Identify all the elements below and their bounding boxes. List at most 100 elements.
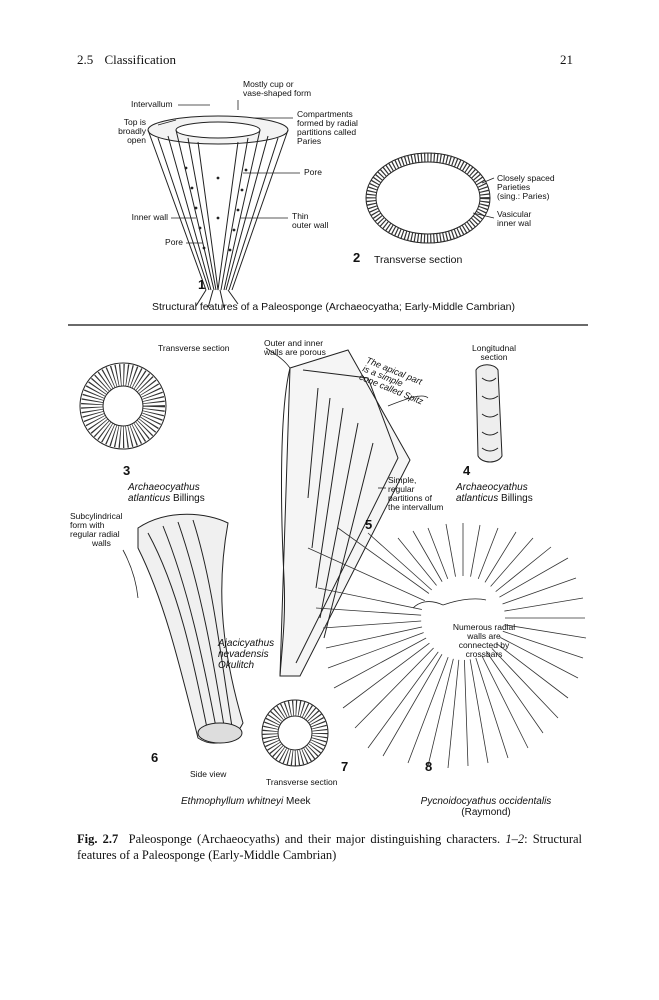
label-line: Compartments	[297, 109, 353, 119]
label-line: inner wal	[497, 218, 532, 228]
ethmophyllum-side-view	[137, 513, 244, 744]
label-author: (Raymond)	[461, 807, 511, 818]
label-vasicular: Vasicular inner wal	[497, 210, 531, 228]
label-line: (sing.: Paries)	[497, 191, 550, 201]
transverse-section-ring	[365, 152, 491, 244]
panel5-leaders	[265, 347, 429, 489]
panel-number-2: 2	[353, 250, 361, 265]
label-outer-inner-porous: Outer and inner walls are porous	[264, 339, 326, 357]
label-compartments: Compartments formed by radial partitions…	[297, 110, 358, 146]
label-line: connected by	[458, 640, 510, 650]
label-line: nevadensis	[218, 649, 269, 660]
page-number: 21	[560, 52, 573, 67]
caption-range: 1–2	[505, 832, 525, 846]
label-line: partitions of	[388, 493, 432, 503]
label-species: atlanticus	[456, 493, 499, 504]
label-line: section	[480, 352, 508, 362]
label-line: walls	[92, 538, 111, 548]
panel-number-1: 1	[198, 277, 206, 292]
label-line: Subcylindrical	[70, 511, 123, 521]
caption-text: Paleosponge (Archaeocyaths) and their ma…	[128, 832, 501, 846]
label-line: Mostly cup or	[243, 79, 294, 89]
running-header: 2.5 Classification	[77, 52, 176, 68]
panel8-leaders	[412, 598, 487, 609]
label-line: Archaeocyathus	[456, 482, 528, 493]
label-pycnoidocyathus: Pycnoidocyathus occidentalis (Raymond)	[406, 796, 566, 818]
panel2-leaders	[472, 177, 495, 219]
label-line: partitions called	[297, 127, 357, 137]
label-ethmophyllum: Ethmophyllum whitneyi Meek	[181, 796, 311, 807]
label-pore-left: Pore	[165, 237, 183, 247]
archaeocyathus-longitudinal	[475, 364, 503, 463]
label-line: vase-shaped form	[243, 88, 312, 98]
label-top-open: Top is broadly open	[98, 118, 146, 145]
label-line: Paries	[297, 136, 322, 146]
label-structural-features: Structural features of a Paleosponge (Ar…	[152, 301, 516, 313]
label-archaeocyathus-4: Archaeocyathus atlanticus Billings	[456, 482, 533, 504]
label-numerous-radial: Numerous radial walls are connected by c…	[444, 623, 524, 659]
label-line: Parieties	[497, 182, 531, 192]
label-line: crossbars	[465, 649, 503, 659]
label-pore-right: Pore	[304, 167, 322, 177]
label-archaeocyathus-3: Archaeocyathus atlanticus Billings	[128, 482, 205, 504]
label-line: broadly	[118, 126, 146, 136]
label-line: open	[127, 135, 146, 145]
label-transverse-section-3: Transverse section	[158, 343, 230, 353]
figure-caption: Fig. 2.7 Paleosponge (Archaeocyaths) and…	[77, 831, 582, 863]
label-author: Billings	[173, 493, 205, 504]
label-line: regular	[388, 484, 415, 494]
label-line: Numerous radial	[452, 622, 516, 632]
label-line: regular radial	[70, 529, 120, 539]
label-line: walls are	[467, 631, 501, 641]
label-species: Ethmophyllum whitneyi	[181, 796, 284, 807]
panel-number-8: 8	[425, 759, 433, 774]
label-simple-partitions: Simple, regular partitions of the interv…	[388, 476, 443, 512]
panel-number-7: 7	[341, 759, 349, 774]
label-inner-wall: Inner wall	[131, 212, 168, 222]
label-line: Thin	[292, 211, 309, 221]
label-line: formed by radial	[297, 118, 358, 128]
label-thin-outer-wall: Thin outer wall	[292, 212, 328, 230]
label-line: Simple,	[388, 475, 417, 485]
label-closely-spaced: Closely spaced Parieties (sing.: Paries)	[497, 174, 555, 201]
caption-text-rest: : Structural features of a Paleosponge (…	[77, 832, 583, 862]
label-intervallum: Intervallum	[131, 99, 173, 109]
label-longitudinal-section: Longitudnal section	[466, 344, 522, 362]
label-line: Longitudnal	[472, 343, 516, 353]
label-line: the intervallum	[388, 502, 444, 512]
label-line: Closely spaced	[497, 173, 555, 183]
label-mostly-cup: Mostly cup or vase-shaped form	[243, 80, 311, 98]
panel-number-6: 6	[151, 750, 159, 765]
label-author: Meek	[286, 796, 311, 807]
label-line: Outer and inner	[264, 338, 324, 348]
sponge-cup-drawing	[147, 115, 289, 309]
label-species: atlanticus	[128, 493, 171, 504]
label-line: Pycnoidocyathus occidentalis	[420, 796, 552, 807]
figure-illustration	[68, 100, 588, 769]
label-line: form with	[70, 520, 105, 530]
pycnoidocyathus-radial-walls	[307, 523, 587, 769]
ajacicyathus-cone	[279, 349, 411, 677]
panel1-leaders	[157, 100, 300, 244]
label-line: Ajacicyathus	[218, 638, 275, 649]
panel6-leaders	[122, 549, 139, 599]
panel-number-4: 4	[463, 463, 471, 478]
label-line: Okulitch	[218, 660, 255, 671]
label-line: walls are porous	[264, 347, 326, 357]
label-side-view: Side view	[190, 769, 227, 779]
label-line: Top is	[123, 117, 146, 127]
section-title: Classification	[104, 52, 177, 67]
figure-2-7: Mostly cup or vase-shaped form Intervall…	[68, 78, 588, 823]
label-transverse-section-7: Transverse section	[266, 777, 338, 787]
label-subcylindrical: Subcylindrical form with regular radial …	[70, 512, 122, 548]
panel-number-5: 5	[365, 517, 373, 532]
section-number: 2.5	[77, 52, 94, 67]
ethmophyllum-transverse	[261, 699, 329, 767]
label-author: Billings	[501, 493, 533, 504]
caption-fig-label: Fig. 2.7	[77, 832, 119, 846]
label-line: Archaeocyathus	[128, 482, 200, 493]
panel-number-3: 3	[123, 463, 131, 478]
label-line: outer wall	[292, 220, 329, 230]
label-line: Vasicular	[497, 209, 532, 219]
label-ajacicyathus: Ajacicyathus nevadensis Okulitch	[218, 638, 274, 671]
